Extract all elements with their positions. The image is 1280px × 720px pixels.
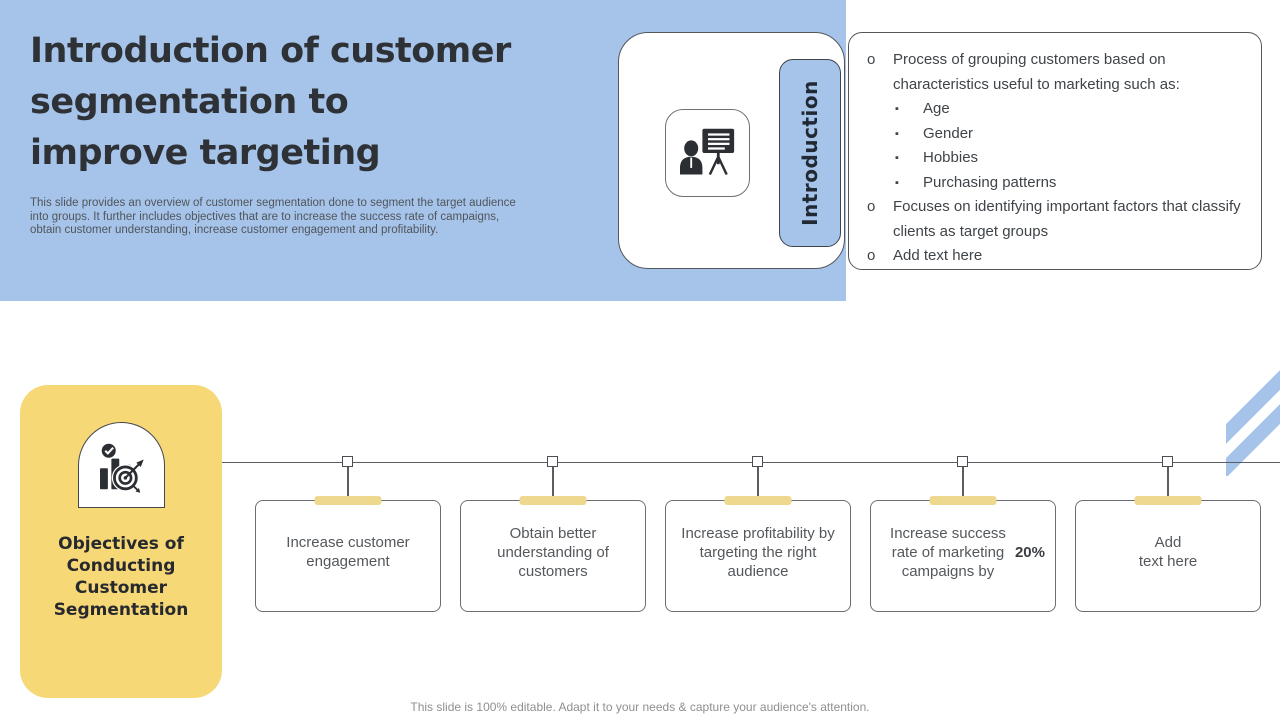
list-item: ▪ Purchasing patterns bbox=[895, 171, 1249, 196]
page-subtitle: This slide provides an overview of custo… bbox=[30, 197, 516, 237]
bullet-text: Focuses on identifying important factors… bbox=[893, 198, 1241, 240]
circle-bullet-icon: o bbox=[867, 198, 876, 215]
tab-introduction[interactable]: Introduction bbox=[779, 59, 841, 247]
objective-card-engagement[interactable]: Increase customer engagement bbox=[255, 496, 441, 612]
page-title: Introduction of customer segmentation to… bbox=[30, 31, 511, 173]
card-text: Obtain better understanding of customers bbox=[497, 524, 609, 580]
introduction-bullet-box[interactable]: o Process of grouping customers based on … bbox=[848, 32, 1262, 270]
objective-card-profitability[interactable]: Increase profitability by targeting the … bbox=[665, 496, 851, 612]
list-item: o Add text here bbox=[867, 244, 1249, 269]
timeline-connector bbox=[962, 463, 964, 500]
timeline-connector bbox=[1167, 463, 1169, 500]
objectives-panel-label: Objectives of Conducting Customer Segmen… bbox=[53, 534, 189, 620]
timeline-node[interactable] bbox=[342, 456, 353, 467]
timeline-line bbox=[222, 462, 1280, 463]
bullet-text: Purchasing patterns bbox=[923, 173, 1057, 191]
card-yellow-tab bbox=[314, 496, 382, 505]
presenter-at-board-icon bbox=[679, 128, 734, 175]
square-bullet-icon: ▪ bbox=[895, 176, 899, 189]
square-bullet-icon: ▪ bbox=[895, 152, 899, 164]
timeline-connector bbox=[347, 463, 349, 500]
card-yellow-tab bbox=[519, 496, 587, 505]
bullet-text: Age bbox=[923, 100, 950, 117]
diagonal-stripes-decoration bbox=[1226, 326, 1280, 476]
list-item: ▪ Hobbies bbox=[895, 146, 1249, 171]
objective-card-understanding[interactable]: Obtain better understanding of customers bbox=[460, 496, 646, 612]
circle-bullet-icon: o bbox=[867, 247, 876, 264]
list-item: ▪ Gender bbox=[895, 122, 1249, 147]
circle-bullet-icon: o bbox=[867, 51, 876, 68]
timeline-connector bbox=[757, 463, 759, 500]
objective-card-success-rate[interactable]: Increase success rate of marketing campa… bbox=[870, 496, 1056, 612]
bullet-text: Gender bbox=[923, 124, 974, 142]
objectives-icon-arch bbox=[77, 422, 165, 508]
bullet-text: Process of grouping customers based on c… bbox=[893, 51, 1180, 93]
timeline-node[interactable] bbox=[1162, 456, 1173, 467]
square-bullet-icon: ▪ bbox=[895, 127, 899, 140]
objective-card-placeholder[interactable]: Add text here bbox=[1075, 496, 1261, 612]
square-bullet-icon: ▪ bbox=[895, 103, 899, 115]
card-text: Increase success rate of marketing campa… bbox=[890, 524, 1045, 580]
tab-introduction-label: Introduction bbox=[798, 80, 822, 226]
bullet-text: Hobbies bbox=[923, 149, 979, 166]
card-yellow-tab bbox=[1134, 496, 1202, 505]
bar-chart-target-icon bbox=[100, 443, 144, 493]
bullet-text: Add text here bbox=[893, 247, 983, 264]
card-yellow-tab bbox=[929, 496, 997, 505]
list-item: o Focuses on identifying important factor… bbox=[867, 195, 1249, 244]
presenter-tile bbox=[665, 109, 750, 197]
timeline-node[interactable] bbox=[752, 456, 763, 467]
card-text: Add text here bbox=[1138, 534, 1198, 570]
list-item: ▪ Age bbox=[895, 97, 1249, 122]
objectives-panel[interactable]: Objectives of Conducting Customer Segmen… bbox=[20, 385, 222, 698]
card-yellow-tab bbox=[724, 496, 792, 505]
timeline-connector bbox=[552, 463, 554, 500]
card-text: Increase customer engagement bbox=[286, 534, 410, 570]
list-item: o Process of grouping customers based on … bbox=[867, 48, 1249, 97]
card-text: Increase profitability by targeting the … bbox=[681, 524, 835, 580]
timeline-node[interactable] bbox=[547, 456, 558, 467]
timeline-node[interactable] bbox=[957, 456, 968, 467]
editable-note: This slide is 100% editable. Adapt it to… bbox=[410, 700, 870, 714]
